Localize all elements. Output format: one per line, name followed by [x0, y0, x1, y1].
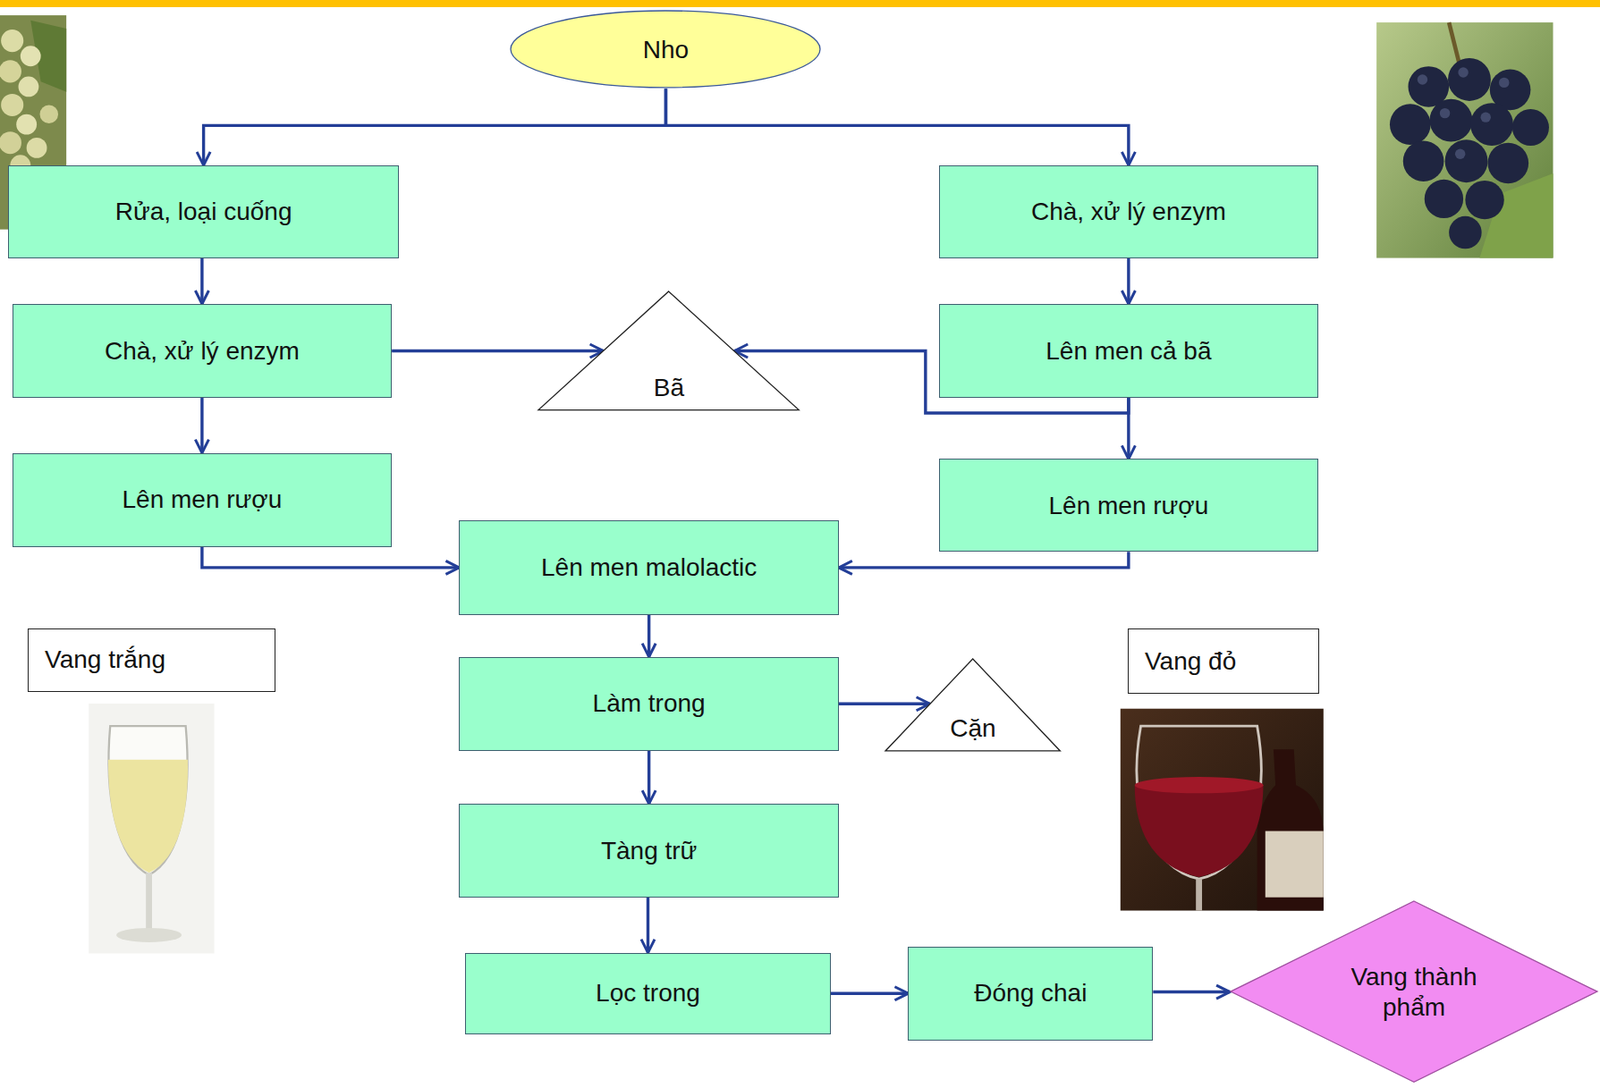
- flow-arrow: [838, 551, 1129, 568]
- process-box: Lên men rượu: [939, 458, 1319, 552]
- flow-arrow: [647, 615, 651, 658]
- product-diamond: Vang thành phẩm: [1229, 900, 1599, 1084]
- glass-bowl: [109, 726, 188, 876]
- node-text: Vang trắng: [44, 644, 166, 676]
- wine-type-label: Vang trắng: [27, 628, 276, 693]
- waste-triangle: Cặn: [884, 658, 1061, 753]
- node-text: Làm trong: [592, 688, 706, 720]
- flow-arrow: [646, 897, 650, 954]
- flow-arrow: [203, 88, 667, 166]
- node-text: Rửa, loại cuống: [115, 196, 293, 228]
- process-box: Lên men rượu: [12, 453, 392, 548]
- node-text: Chà, xử lý enzym: [104, 336, 300, 367]
- grape: [0, 59, 22, 83]
- photo-ground: [1120, 709, 1324, 912]
- photo-ground: [1376, 22, 1553, 258]
- grape-highlights: [1417, 67, 1510, 160]
- process-box: Làm trong: [458, 657, 839, 752]
- node-text: Lên men rượu: [122, 484, 283, 516]
- flow-arrow: [1126, 258, 1130, 305]
- red-wine-photo: [1120, 709, 1324, 912]
- triangle-shape: [885, 659, 1060, 752]
- photo-ground: [88, 703, 214, 954]
- process-box: Lên men cả bã: [939, 304, 1319, 398]
- process-box: Đóng chai: [907, 947, 1153, 1042]
- flow-arrow: [838, 702, 931, 706]
- grape: [16, 114, 37, 136]
- node-text: Chà, xử lý enzym: [1031, 196, 1227, 228]
- node-text: Lên men cả bã: [1045, 336, 1211, 367]
- flow-arrow: [200, 258, 204, 305]
- flow-arrow: [1126, 397, 1130, 459]
- process-box: Tàng trữ: [458, 804, 839, 898]
- process-box: Rửa, loại cuống: [8, 165, 399, 259]
- node-text: Lọc trong: [595, 978, 701, 1009]
- grape-cluster: [1389, 58, 1550, 249]
- bottle-label: [1265, 831, 1324, 898]
- diamond-shape: [1230, 901, 1598, 1083]
- flow-arrow: [647, 751, 651, 805]
- dark-grapes-photo: [1376, 22, 1553, 258]
- node-text: Đóng chai: [973, 978, 1087, 1009]
- flow-arrow: [202, 547, 460, 568]
- wine-type-label: Vang đỏ: [1127, 628, 1320, 695]
- flow-arrow: [1152, 990, 1230, 994]
- node-text: Vang thành phẩm: [1329, 962, 1499, 1023]
- waste-triangle: Bã: [537, 290, 800, 412]
- node-text: Lên men malolactic: [541, 552, 757, 584]
- glass-stem: [1195, 879, 1203, 911]
- triangle-shape: [538, 291, 799, 411]
- ellipse-shape: [510, 10, 821, 88]
- glass-stem: [145, 872, 153, 932]
- process-box: Chà, xử lý enzym: [12, 304, 392, 398]
- process-box: Lọc trong: [465, 953, 830, 1035]
- grape: [26, 137, 48, 159]
- glass-foot: [116, 928, 182, 943]
- wine-surface: [1134, 777, 1264, 794]
- node-text: Vang đỏ: [1144, 646, 1236, 678]
- grape: [0, 29, 24, 52]
- node-text: Tàng trữ: [601, 836, 697, 867]
- flow-arrow: [391, 349, 603, 353]
- red-wine: [1134, 785, 1264, 878]
- grape: [20, 45, 42, 67]
- product-diamond-outline: [1229, 900, 1599, 1084]
- flow-arrow: [200, 397, 204, 454]
- flow-arrow: [830, 992, 909, 996]
- grape: [39, 104, 59, 124]
- node-text: Nho: [643, 34, 689, 66]
- wine-bottle: [1257, 749, 1324, 911]
- white-wine-photo: [88, 703, 214, 954]
- node-text: Bã: [653, 372, 685, 404]
- node-text: Cặn: [949, 713, 996, 745]
- grape: [0, 131, 22, 154]
- grape: [0, 93, 24, 117]
- white-wine: [108, 760, 188, 874]
- flow-arrow: [665, 88, 1128, 166]
- start-ellipse: Nho: [509, 9, 822, 89]
- process-box: Chà, xử lý enzym: [939, 165, 1319, 259]
- node-text: Lên men rượu: [1048, 491, 1209, 522]
- process-box: Lên men malolactic: [458, 520, 839, 616]
- top-bar: [0, 0, 1600, 8]
- grape: [18, 76, 40, 98]
